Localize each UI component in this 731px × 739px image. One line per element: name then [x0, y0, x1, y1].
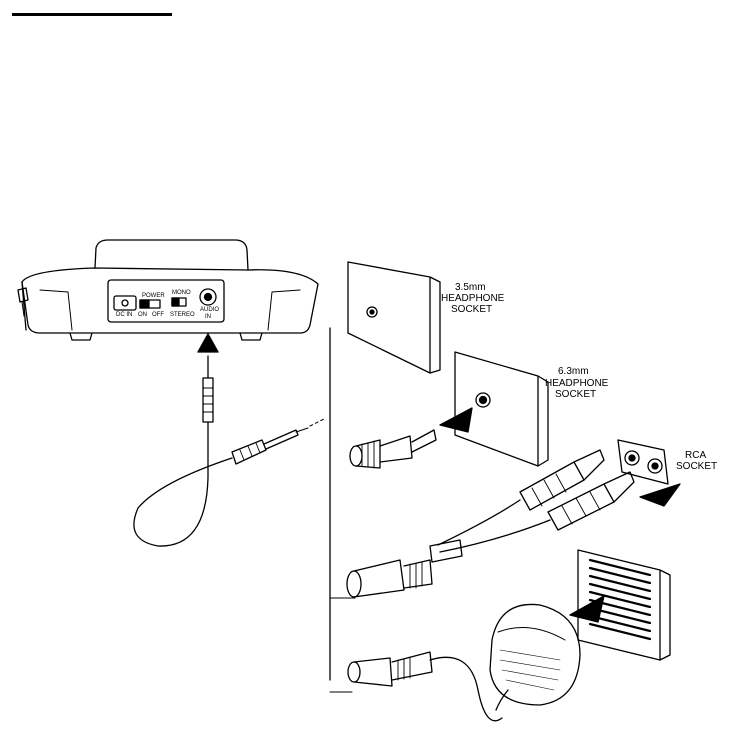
socket-35-label-socket: SOCKET — [451, 304, 492, 315]
arrow-to-rca — [640, 484, 680, 506]
power-label: POWER — [142, 293, 165, 299]
rca-connector — [430, 450, 634, 562]
transmitter-base — [18, 240, 318, 340]
rca-label: RCA — [685, 450, 706, 461]
divider-ticks — [330, 598, 355, 692]
socket-63-label-type: HEADPHONE — [545, 378, 609, 389]
off-label: OFF — [152, 312, 164, 318]
arrow-to-audio-in — [198, 334, 218, 352]
socket-35-label-size: 3.5mm — [455, 282, 486, 293]
socket-35mm-panel — [348, 262, 440, 373]
on-label: ON — [138, 312, 147, 318]
audio-cable — [134, 356, 326, 546]
mono-label: MONO — [172, 290, 191, 296]
extension-barrel — [347, 560, 432, 597]
socket-63-label-socket: SOCKET — [555, 389, 596, 400]
arrow-to-63mm — [440, 408, 472, 432]
stereo-label: STEREO — [170, 312, 195, 318]
adapter-63mm — [350, 430, 436, 468]
dc-in-jack — [114, 296, 136, 310]
socket-63-label-size: 6.3mm — [558, 366, 589, 377]
audio-in-label: IN — [205, 314, 211, 320]
rca-socket — [618, 440, 668, 484]
rca-socket-label: SOCKET — [676, 461, 717, 472]
socket-35-label-type: HEADPHONE — [441, 293, 505, 304]
power-adapter — [348, 604, 580, 720]
audio-label: AUDIO — [200, 307, 219, 313]
dc-in-label: DC IN — [116, 312, 132, 318]
